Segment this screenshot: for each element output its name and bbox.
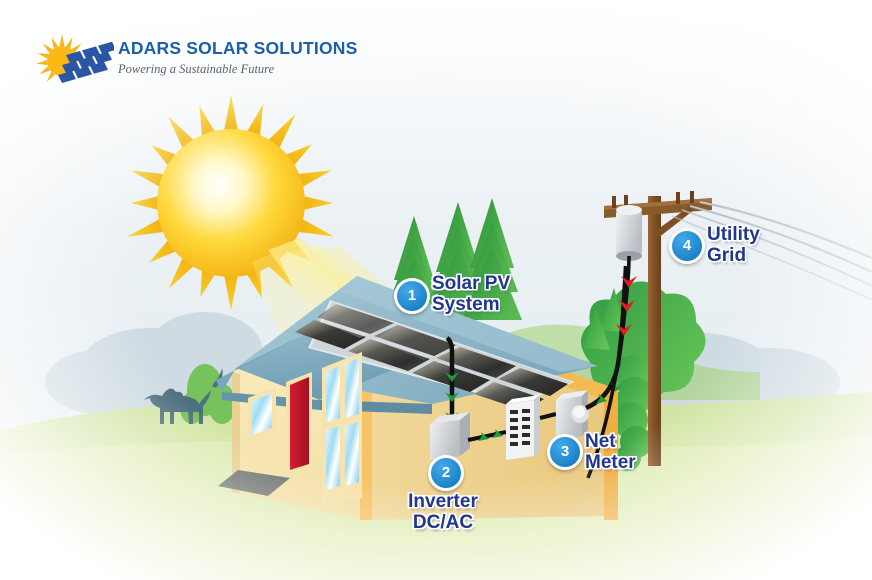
marker-label-inverter: Inverter DC/AC bbox=[408, 491, 478, 533]
breaker-panel bbox=[506, 395, 540, 460]
marker-badge-1[interactable]: 1 bbox=[394, 278, 430, 314]
marker-badge-4[interactable]: 4 bbox=[669, 228, 705, 264]
sun-icon bbox=[36, 34, 82, 83]
marker-label-utility-grid: Utility Grid bbox=[707, 224, 760, 266]
marker-badge-3[interactable]: 3 bbox=[547, 434, 583, 470]
transformer bbox=[616, 205, 642, 261]
marker-badge-2[interactable]: 2 bbox=[428, 455, 464, 491]
windows-front bbox=[322, 352, 362, 506]
company-logo[interactable]: ADARS SOLAR SOLUTIONS Powering a Sustain… bbox=[28, 33, 358, 95]
logo-brand-name: ADARS SOLAR SOLUTIONS bbox=[118, 38, 358, 58]
logo-mark bbox=[36, 34, 114, 83]
front-door bbox=[286, 372, 312, 474]
solar-panel-icon bbox=[58, 41, 114, 83]
inverter-box bbox=[430, 412, 470, 460]
marker-label-net-meter: Net Meter bbox=[585, 431, 636, 473]
logo-tagline: Powering a Sustainable Future bbox=[118, 62, 275, 76]
marker-label-solar-pv-system: Solar PV System bbox=[432, 273, 511, 315]
